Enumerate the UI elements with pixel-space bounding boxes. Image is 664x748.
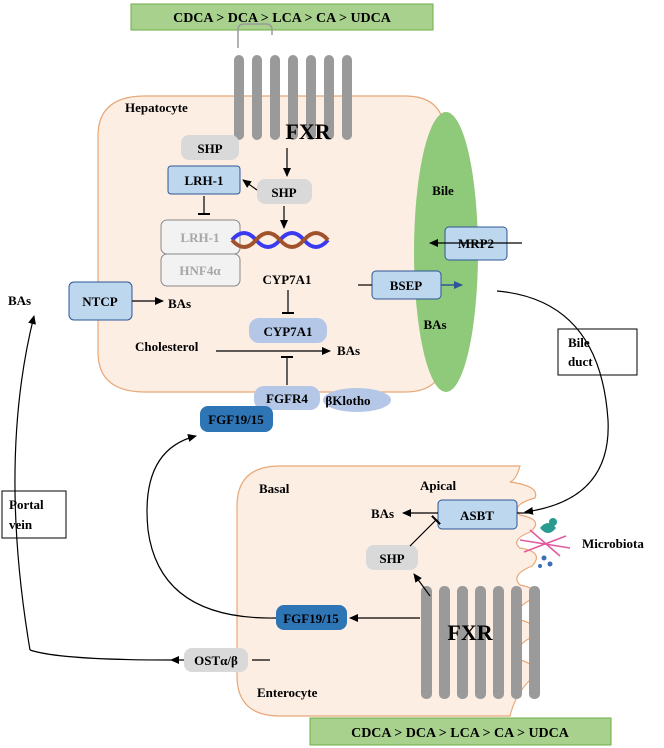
svg-text:NTCP: NTCP — [82, 294, 117, 309]
microbiota-label: Microbiota — [582, 536, 644, 551]
svg-text:CYP7A1: CYP7A1 — [263, 324, 312, 339]
fgf19-top-box: FGF19/15 — [200, 406, 273, 432]
hnf4a-faded-box: HNF4α — [160, 253, 241, 287]
svg-text:BSEP: BSEP — [390, 278, 423, 293]
fgfr4-receptor: FGFR4 βKlotho — [254, 386, 391, 412]
enterocyte-fxr-label: FXR — [447, 620, 493, 645]
svg-text:SHP: SHP — [379, 551, 404, 566]
ost-box: OSTα/β — [184, 648, 248, 672]
bas-left-label: BAs — [8, 293, 31, 308]
svg-text:FGF19/15: FGF19/15 — [283, 611, 339, 626]
svg-text:LRH-1: LRH-1 — [181, 230, 220, 245]
bile-label: Bile — [432, 183, 454, 198]
fgf19-enterocyte-box: FGF19/15 — [276, 605, 347, 630]
cyp7a1-protein-box: CYP7A1 — [249, 318, 327, 343]
microbiota-icon — [519, 518, 571, 568]
svg-text:SHP: SHP — [197, 141, 222, 156]
enterocyte-apical-label: Apical — [420, 478, 457, 493]
ntcp-box: NTCP — [68, 281, 133, 321]
enterocyte-basal-label: Basal — [259, 481, 290, 496]
lrh1-box: LRH-1 — [167, 165, 241, 195]
svg-text:FGF19/15: FGF19/15 — [208, 412, 264, 427]
asbt-box: ASBT — [437, 499, 518, 530]
enterocyte-bas-label: BAs — [371, 506, 394, 521]
shp-mid-box: SHP — [257, 179, 312, 204]
enterocyte-shp-box: SHP — [366, 545, 418, 570]
svg-text:Portal: Portal — [9, 497, 44, 512]
dna-helix-icon — [230, 231, 330, 249]
svg-text:LRH-1: LRH-1 — [185, 173, 224, 188]
svg-text:SHP: SHP — [271, 185, 296, 200]
enterocyte-label: Enterocyte — [257, 685, 318, 700]
bas-ntcp-right-label: BAs — [168, 296, 191, 311]
portal-vein-box: Portal vein — [1, 490, 67, 539]
bile-bas-label: BAs — [423, 317, 446, 332]
lrh1-faded-box: LRH-1 — [160, 219, 241, 255]
svg-text:FGFR4: FGFR4 — [266, 391, 308, 406]
svg-text:CDCA > DCA > LCA > CA > UDCA: CDCA > DCA > LCA > CA > UDCA — [351, 726, 570, 741]
svg-text:HNF4α: HNF4α — [179, 263, 221, 278]
shp-top-box: SHP — [181, 135, 239, 160]
svg-text:CDCA > DCA > LCA > CA > UDCA: CDCA > DCA > LCA > CA > UDCA — [173, 11, 392, 26]
bsep-box: BSEP — [371, 270, 442, 300]
svg-text:vein: vein — [9, 517, 33, 532]
cyp7a1-gene-label: CYP7A1 — [262, 272, 311, 287]
hepatocyte-fxr-receptor: FXR — [234, 23, 352, 144]
top-bile-acid-potency-banner: CDCA > DCA > LCA > CA > UDCA — [130, 3, 434, 31]
hepatocyte-label: Hepatocyte — [125, 100, 188, 115]
svg-text:βKlotho: βKlotho — [325, 393, 370, 408]
hepatocyte-bas-label: BAs — [337, 343, 360, 358]
hepatocyte-fxr-label: FXR — [285, 119, 331, 144]
svg-text:ASBT: ASBT — [460, 508, 494, 523]
connector-arrows — [14, 148, 609, 664]
bile-duct-box: Bile duct — [557, 328, 638, 376]
bottom-bile-acid-potency-banner: CDCA > DCA > LCA > CA > UDCA — [309, 717, 612, 746]
enterocyte-fxr-receptor: FXR — [421, 586, 540, 699]
svg-text:OSTα/β: OSTα/β — [194, 653, 238, 668]
svg-text:duct: duct — [568, 354, 593, 369]
cholesterol-label: Cholesterol — [135, 339, 199, 354]
